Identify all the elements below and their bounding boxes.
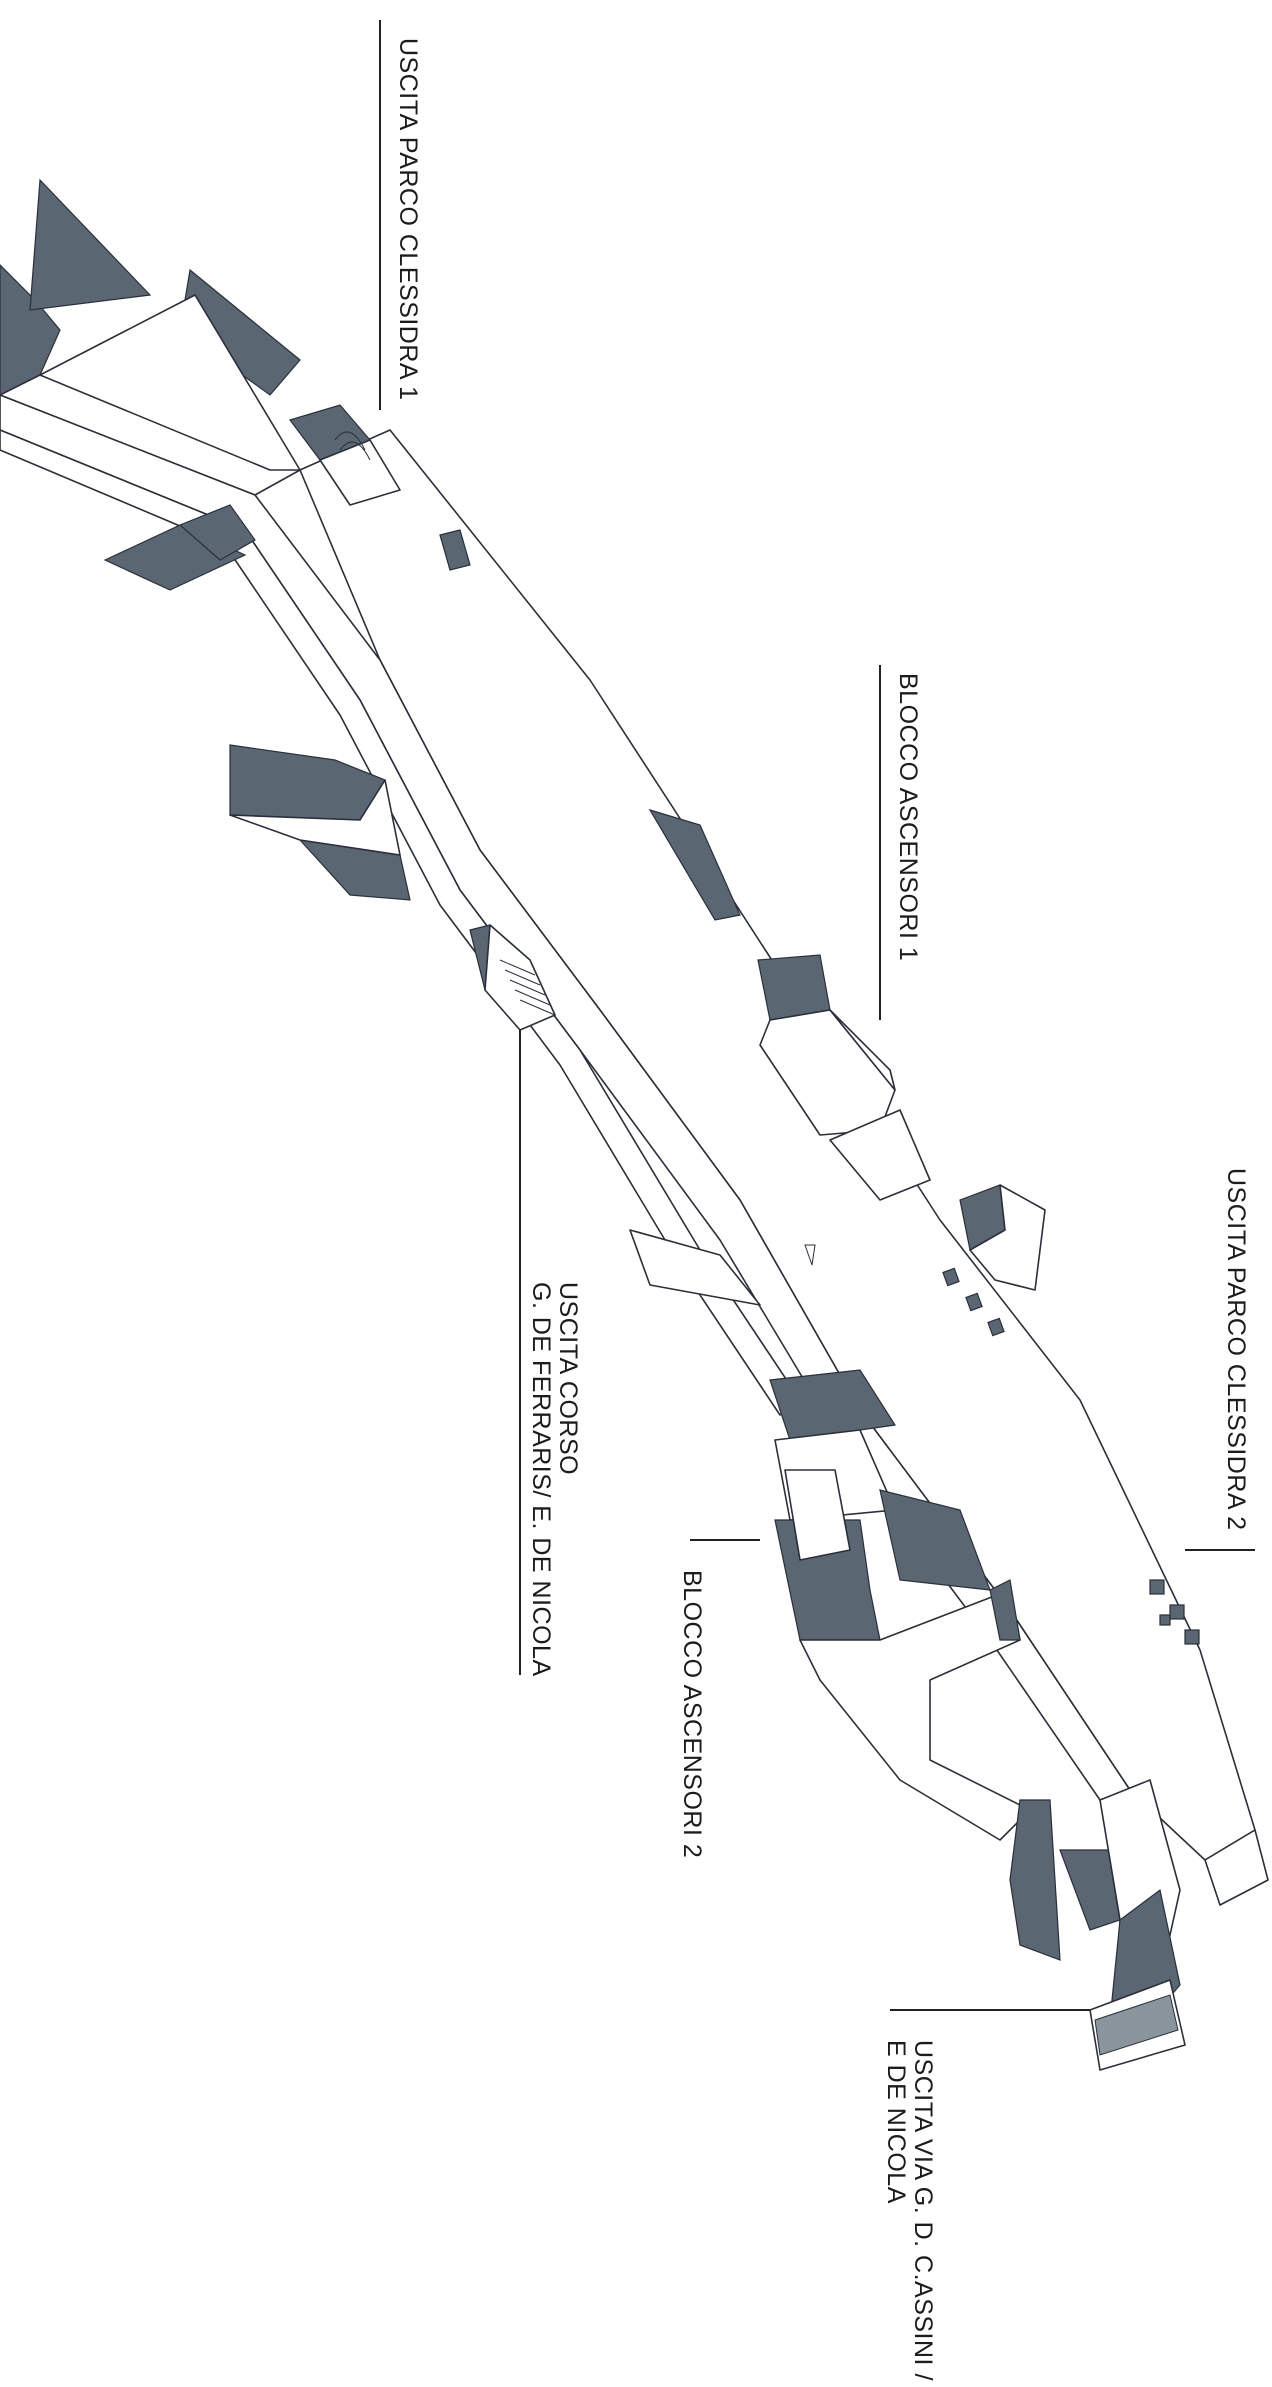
- bottom-left-wall: [0, 429, 801, 1416]
- via-exit-box-shade: [1094, 1994, 1179, 2056]
- shade-block-b: [178, 504, 256, 561]
- elevator-block-1-top: [757, 954, 831, 1021]
- station-building: [0, 178, 1269, 2071]
- main-deck: [299, 429, 1256, 1861]
- label-uscita-corso-line1: USCITA CORSO: [554, 1282, 582, 1475]
- elevator-block-1-base: [829, 1109, 931, 1201]
- parco-2-box: [969, 1184, 1046, 1291]
- mid-connector: [629, 1229, 761, 1306]
- corso-stair-box: [484, 924, 556, 1031]
- top-shade-triangle: [29, 178, 152, 311]
- elevator-block-1-side: [829, 1009, 896, 1091]
- label-uscita-via-line1: USCITA VIA G. D. C.ASSINI /: [909, 2040, 937, 2381]
- lower-corridor: [0, 394, 1131, 1801]
- labels: USCITA PARCO CLESSIDRA 1 BLOCCO ASCENSOR…: [394, 38, 1250, 2381]
- label-blocco-ascensori-1: BLOCCO ASCENSORI 1: [894, 673, 922, 961]
- mid-connector-marker: [804, 1244, 816, 1266]
- label-uscita-via-line2: E DE NICOLA: [882, 2040, 910, 2204]
- exit-parco-1-box: [319, 439, 401, 506]
- lower-box-c: [229, 779, 401, 856]
- exit-parco-1-stair: [334, 431, 371, 461]
- elevator-block-2-shade-arm: [989, 1579, 1021, 1641]
- label-uscita-parco-1: USCITA PARCO CLESSIDRA 1: [394, 38, 422, 401]
- left-cut-shade: [0, 264, 61, 396]
- label-uscita-parco-2: USCITA PARCO CLESSIDRA 2: [1222, 1168, 1250, 1531]
- deck-diagonal-shade: [648, 808, 741, 921]
- label-uscita-corso-line2: G. DE FERRARIS/ E. DE NICOLA: [527, 1282, 555, 1677]
- leader-lines: [379, 20, 1255, 2011]
- deck-small-blocks: [1149, 1579, 1200, 1645]
- deck-notch: [439, 529, 471, 571]
- elevator-block-2-arm: [799, 1589, 1031, 1841]
- elevator-block-2-front: [784, 1469, 851, 1561]
- via-exit-shade-fin: [1009, 1799, 1061, 1961]
- corso-stair-steps: [499, 959, 556, 1016]
- elevator-block-2-shade-top: [769, 1369, 897, 1441]
- label-blocco-ascensori-2: BLOCCO ASCENSORI 2: [678, 1570, 706, 1858]
- right-end-stub: [1204, 1829, 1269, 1906]
- parco-2-small-blocks: [942, 1267, 1005, 1337]
